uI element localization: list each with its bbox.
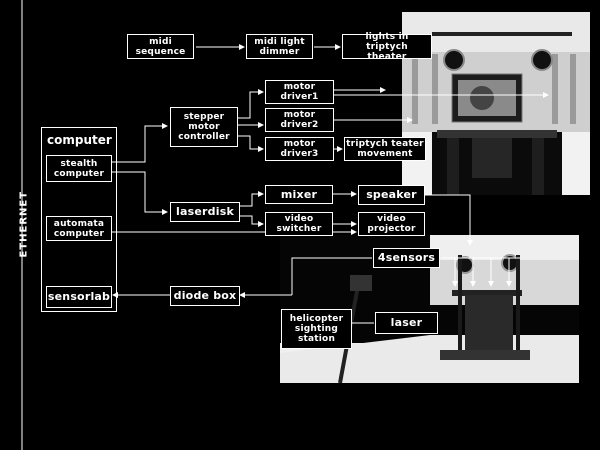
node-diode-box[interactable]: diode box (170, 286, 240, 306)
node-mixer[interactable]: mixer (265, 185, 333, 204)
node-laserdisk[interactable]: laserdisk (170, 202, 240, 222)
node-video-switcher[interactable]: video switcher (265, 212, 333, 236)
node-stepper-motor-controller[interactable]: stepper motor controller (170, 107, 238, 147)
wire-stepper-to-driver3 (238, 135, 264, 152)
wire-laserdisk-to-mixer (240, 191, 264, 207)
wire-speaker-to-stage (425, 194, 473, 246)
node-helicopter-sighting-station[interactable]: helicopter sighting station (281, 309, 352, 349)
wire-4sensors-to-diodebox (291, 257, 372, 295)
wire-laserdisk-to-switcher (240, 215, 264, 227)
node-sensorlab[interactable]: sensorlab (46, 286, 112, 308)
computer-group-title: computer (47, 133, 112, 147)
wire-stealth-to-laserdisk (112, 171, 168, 215)
triptych-theater-photo (402, 12, 590, 195)
node-lights-triptych-theater[interactable]: lights in triptych theater (342, 32, 432, 62)
node-automata-computer[interactable]: automata computer (46, 216, 112, 241)
triptych-theater-illustration (402, 12, 590, 195)
computer-group (41, 127, 117, 312)
node-motor-driver2[interactable]: motor driver2 (265, 108, 334, 132)
node-midi-sequence[interactable]: midi sequence (127, 34, 194, 59)
node-speaker[interactable]: speaker (358, 185, 425, 205)
wire-stealth-to-stepper (112, 123, 168, 163)
wire-stepper-to-driver1 (238, 89, 264, 119)
node-motor-driver1[interactable]: motor driver1 (265, 80, 334, 104)
node-stealth-computer[interactable]: stealth computer (46, 155, 112, 182)
node-laser[interactable]: laser (375, 312, 438, 334)
ethernet-label: ETHERNET (18, 190, 30, 258)
node-video-projector[interactable]: video projector (358, 212, 425, 236)
node-triptych-teater-movement[interactable]: triptych teater movement (344, 137, 426, 161)
node-midi-light-dimmer[interactable]: midi light dimmer (246, 34, 313, 59)
node-4sensors[interactable]: 4sensors (373, 248, 440, 268)
node-motor-driver3[interactable]: motor driver3 (265, 137, 334, 161)
